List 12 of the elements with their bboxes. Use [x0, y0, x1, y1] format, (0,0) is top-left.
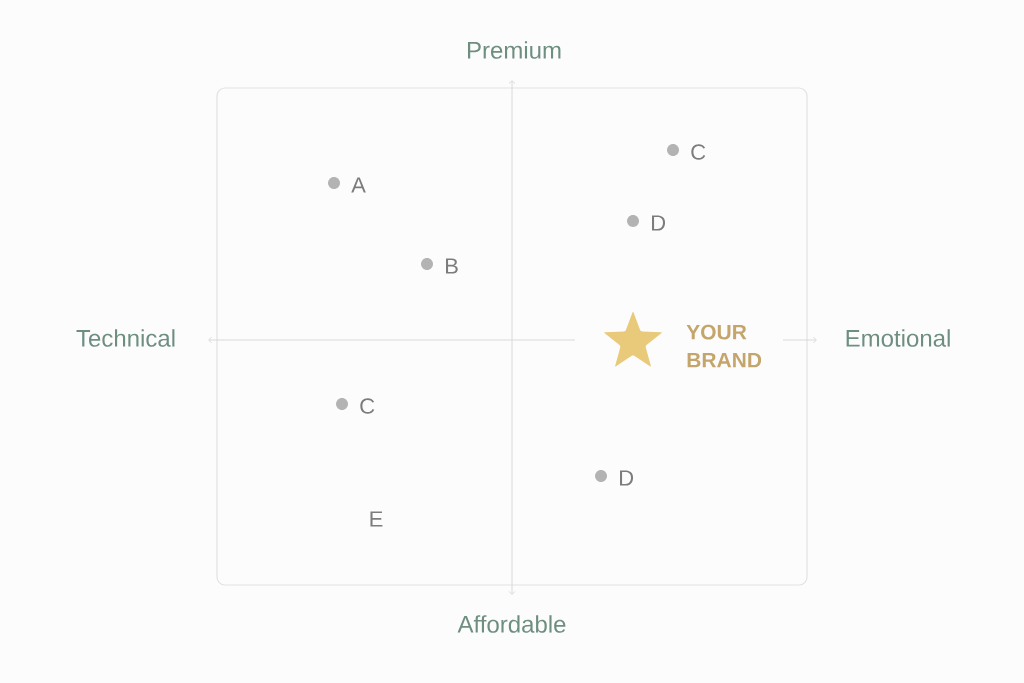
point-label: D: [620, 470, 634, 486]
axis-label: Premium: [468, 41, 561, 59]
brand-label: YOUR BRAND: [686, 324, 762, 368]
point-label: D: [652, 215, 666, 231]
axis-label: Technical: [76, 329, 175, 347]
axis-label: Affordable: [457, 615, 566, 633]
point-label: E: [370, 511, 383, 527]
point-label: B: [446, 258, 458, 274]
point-label: C: [691, 144, 706, 160]
point-label: A: [351, 177, 366, 193]
point-label: C: [360, 398, 375, 414]
axis-label: Emotional: [846, 329, 950, 347]
